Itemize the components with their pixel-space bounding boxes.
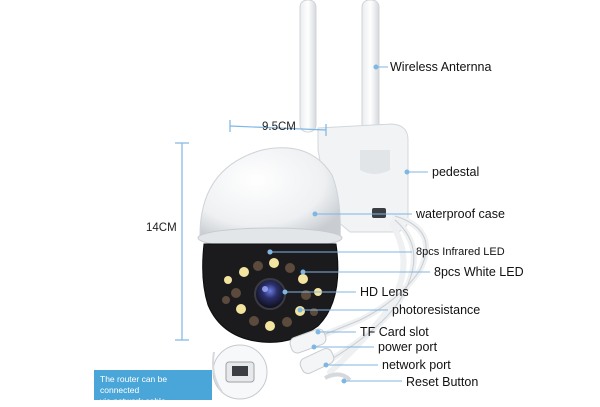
reset-button-cable <box>324 372 352 382</box>
label-power-port: power port <box>378 340 438 354</box>
hd-lens <box>254 278 286 310</box>
label-tf-card-slot: TF Card slot <box>360 325 429 339</box>
callout-lines <box>267 64 430 384</box>
power-connector <box>289 328 327 354</box>
mount-arm <box>360 150 390 174</box>
label-hd-lens: HD Lens <box>360 285 409 299</box>
height-dimension-label: 14CM <box>146 222 177 234</box>
label-white-led: 8pcs White LED <box>434 265 524 279</box>
label-network-port: network port <box>382 358 451 372</box>
label-wireless-antenna: Wireless Anternna <box>390 60 492 74</box>
antenna-left <box>299 0 317 133</box>
network-connector <box>299 348 335 374</box>
dome-case <box>199 147 341 241</box>
led-ring <box>222 258 322 331</box>
note-line-2: via network cable <box>100 396 166 406</box>
label-photoresistance: photoresistance <box>392 303 481 317</box>
label-reset-button: Reset Button <box>406 375 479 389</box>
mount-screw <box>372 208 386 218</box>
label-infrared-led: 8pcs Infrared LED <box>416 246 505 258</box>
label-pedestal: pedestal <box>432 165 480 179</box>
dimension-lines <box>175 120 327 341</box>
width-dimension-label: 9.5CM <box>262 121 296 133</box>
label-waterproof-case: waterproof case <box>416 207 505 221</box>
note-line-1: The router can be connected <box>100 374 168 395</box>
network-cable-note: The router can be connected via network … <box>94 370 212 406</box>
